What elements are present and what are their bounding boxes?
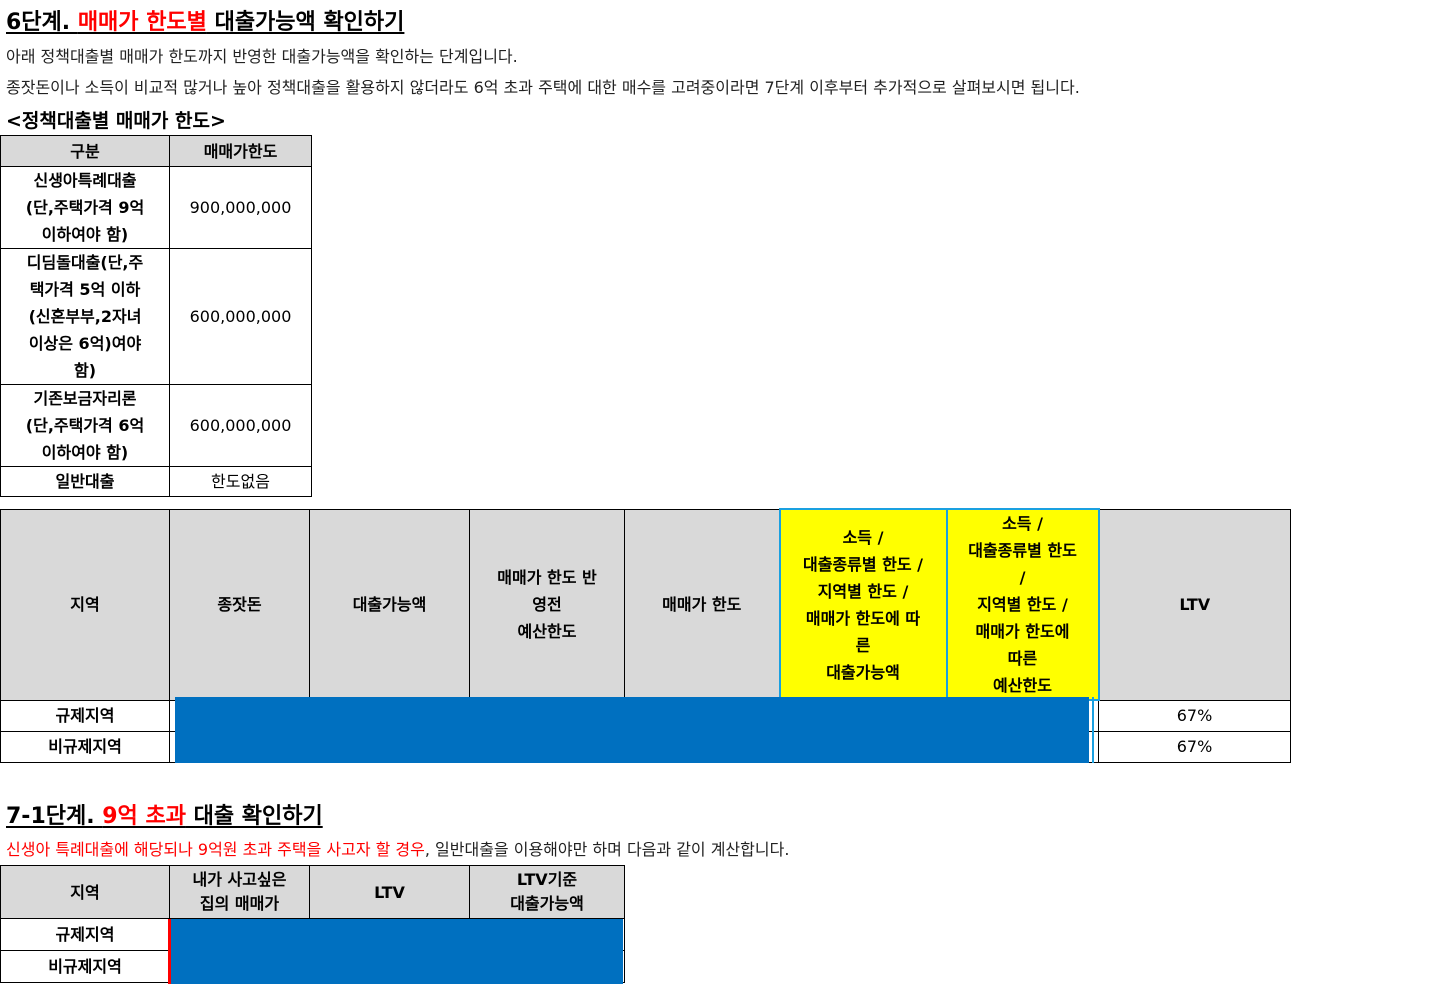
limit-table-header-limit: 매매가한도 bbox=[169, 135, 312, 167]
section71-desc-red: 신생아 특례대출에 해당되나 9억원 초과 주택을 사고자 할 경우 bbox=[6, 840, 425, 859]
over9-row-region: 비규제지역 bbox=[0, 950, 170, 983]
calc-header-ltv: LTV bbox=[1098, 508, 1291, 701]
calc-table-highlight-border bbox=[1092, 697, 1094, 763]
calc-header-seed-money: 종잣돈 bbox=[169, 508, 310, 701]
section6-title-red: 매매가 한도별 bbox=[77, 10, 207, 35]
over9-row-region: 규제지역 bbox=[0, 918, 170, 951]
section6-title-prefix: 6단계. bbox=[6, 10, 78, 35]
section6-title: 6단계. 매매가 한도별 대출가능액 확인하기 bbox=[6, 4, 404, 36]
over9-header-ltv: LTV bbox=[309, 865, 470, 919]
limit-row-name: 일반대출 bbox=[0, 466, 170, 497]
limit-row-name: 신생아특례대출 (단,주택가격 9억 이하여야 함) bbox=[0, 166, 170, 249]
over9-header-price: 내가 사고싶은 집의 매매가 bbox=[169, 865, 310, 919]
limit-table-header-category: 구분 bbox=[0, 135, 170, 167]
calc-header-region: 지역 bbox=[0, 508, 170, 701]
calc-table-blue-fill bbox=[175, 697, 1089, 763]
over9-table-blue-fill bbox=[171, 919, 623, 984]
section71-title: 7-1단계. 9억 초과 대출 확인하기 bbox=[6, 798, 323, 830]
calc-row-ltv: 67% bbox=[1098, 699, 1291, 732]
limit-row-value: 한도없음 bbox=[169, 466, 312, 497]
over9-header-loan: LTV기준 대출가능액 bbox=[469, 865, 625, 919]
limit-row-value: 900,000,000 bbox=[169, 166, 312, 249]
limit-row-name: 기존보금자리론 (단,주택가격 6억 이하여야 함) bbox=[0, 384, 170, 467]
limit-table-heading: <정책대출별 매매가 한도> bbox=[6, 110, 226, 132]
limit-row-value: 600,000,000 bbox=[169, 248, 312, 385]
calc-header-budget-before: 매매가 한도 반 영전 예산한도 bbox=[469, 508, 625, 701]
section6-title-suffix: 대출가능액 확인하기 bbox=[206, 10, 405, 35]
calc-header-loan-available: 대출가능액 bbox=[309, 508, 470, 701]
section71-title-prefix: 7-1단계. bbox=[6, 804, 103, 829]
section71-desc-rest: , 일반대출을 이용해야만 하며 다음과 같이 계산합니다. bbox=[424, 840, 790, 859]
section71-desc: 신생아 특례대출에 해당되나 9억원 초과 주택을 사고자 할 경우, 일반대출… bbox=[6, 836, 789, 860]
section71-title-red: 9억 초과 bbox=[102, 804, 186, 829]
section71-title-suffix: 대출 확인하기 bbox=[185, 804, 323, 829]
over9-table-red-border bbox=[168, 919, 171, 984]
calc-header-price-limit: 매매가 한도 bbox=[624, 508, 780, 701]
calc-row-region: 비규제지역 bbox=[0, 730, 170, 763]
limit-row-name: 디딤돌대출(단,주 택가격 5억 이하 (신혼부부,2자녀 이상은 6억)여야 … bbox=[0, 248, 170, 385]
limit-row-value: 600,000,000 bbox=[169, 384, 312, 467]
calc-row-ltv: 67% bbox=[1098, 730, 1291, 763]
limit-table: 구분 매매가한도 신생아특례대출 (단,주택가격 9억 이하여야 함) 900,… bbox=[0, 135, 312, 497]
calc-header-final-loan: 소득 / 대출종류별 한도 / 지역별 한도 / 매매가 한도에 따 른 대출가… bbox=[778, 508, 948, 701]
section6-desc1: 아래 정책대출별 매매가 한도까지 반영한 대출가능액을 확인하는 단계입니다. bbox=[6, 47, 518, 66]
over9-header-region: 지역 bbox=[0, 865, 170, 919]
section6-desc2: 종잣돈이나 소득이 비교적 많거나 높아 정책대출을 활용하지 않더라도 6억 … bbox=[6, 78, 1080, 97]
calc-header-final-budget: 소득 / 대출종류별 한도 / 지역별 한도 / 매매가 한도에 따른 예산한도 bbox=[945, 508, 1100, 701]
calc-row-region: 규제지역 bbox=[0, 699, 170, 732]
